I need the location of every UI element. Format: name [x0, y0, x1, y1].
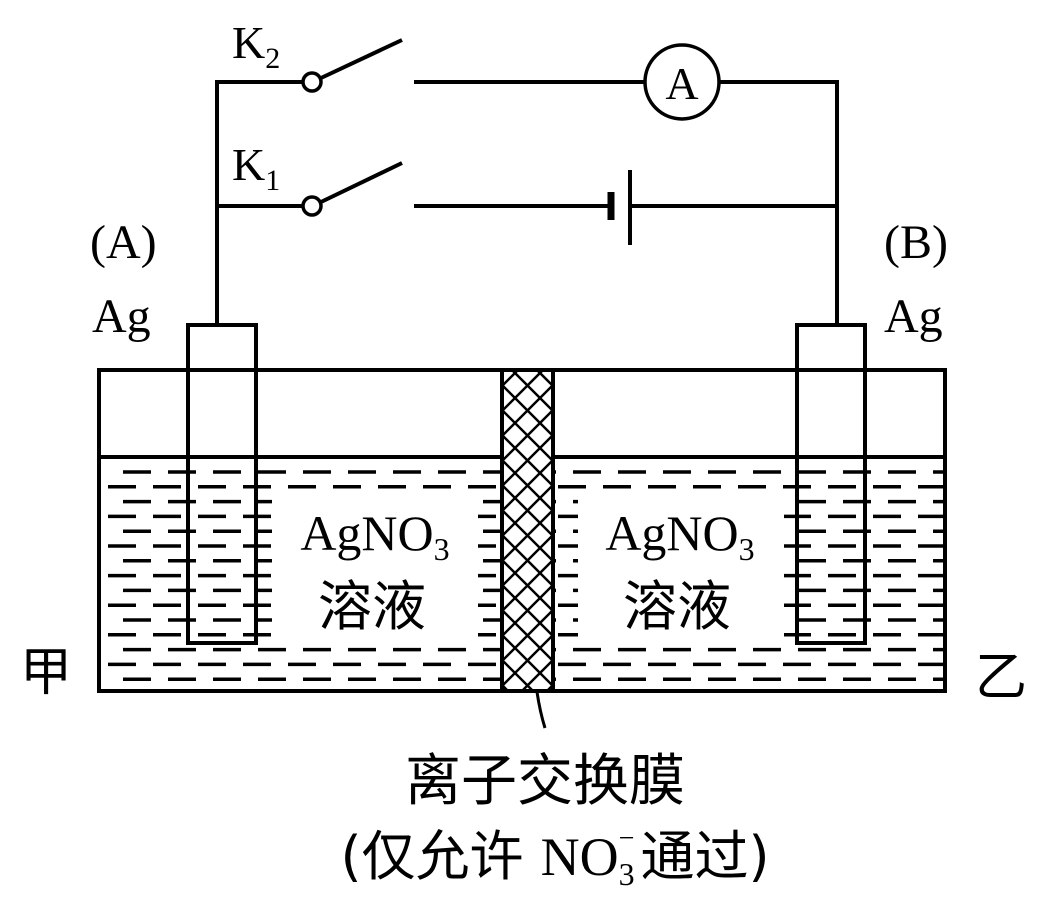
solution-right-label-bg — [578, 498, 784, 643]
membrane-hatch-line — [502, 459, 553, 512]
electrode-b-tag: (B) — [884, 216, 948, 269]
membrane-hatch-line — [502, 370, 520, 387]
electrode-a — [186, 323, 258, 645]
switch-k2-label: K2 — [232, 17, 280, 75]
electrode-b — [795, 323, 867, 645]
switch-k2[interactable] — [301, 38, 403, 93]
electrode-a-metal: Ag — [92, 290, 151, 343]
membrane-hatch-line — [502, 634, 553, 687]
solution-right-word: 溶液 — [623, 575, 731, 638]
ion-exchange-membrane — [500, 310, 555, 729]
membrane-hatch-line — [502, 534, 553, 587]
solution-left-label-bg — [272, 498, 478, 643]
solution-left-formula: AgNO3 — [300, 505, 449, 567]
battery-icon — [607, 170, 632, 245]
membrane-hatch-line — [502, 484, 553, 537]
electrode-b-metal: Ag — [884, 290, 943, 343]
membrane-hatch-line — [521, 659, 553, 690]
membrane-hatch-line — [502, 310, 553, 361]
membrane-hatch-line — [502, 509, 553, 562]
cell-jia-label: 甲 — [20, 643, 72, 703]
ammeter: A — [643, 43, 721, 121]
switch-k1[interactable] — [301, 161, 403, 217]
solution-left-word: 溶液 — [318, 575, 426, 638]
membrane-hatch-line — [502, 584, 553, 637]
membrane-hatch-line — [502, 609, 553, 662]
membrane-note: (仅允许 NO3−通过) — [340, 823, 769, 892]
switch-k1-label: K1 — [232, 139, 280, 197]
membrane-hatch-line — [502, 310, 553, 361]
membrane-hatch-line — [535, 370, 553, 387]
solution-right-formula: AgNO3 — [605, 505, 754, 567]
membrane-hatch-line — [502, 409, 553, 462]
membrane-hatch-line — [502, 559, 553, 612]
ammeter-label: A — [665, 58, 698, 109]
membrane-hatch-line — [502, 434, 553, 487]
circuit-wires — [215, 80, 839, 325]
membrane-title: 离子交换膜 — [405, 749, 685, 814]
membrane-pointer-line — [535, 691, 547, 729]
electrode-a-tag: (A) — [90, 216, 157, 269]
membrane-hatch-line — [502, 384, 553, 437]
cell-yi-label: 乙 — [975, 648, 1027, 708]
membrane-hatch-line — [502, 370, 545, 412]
